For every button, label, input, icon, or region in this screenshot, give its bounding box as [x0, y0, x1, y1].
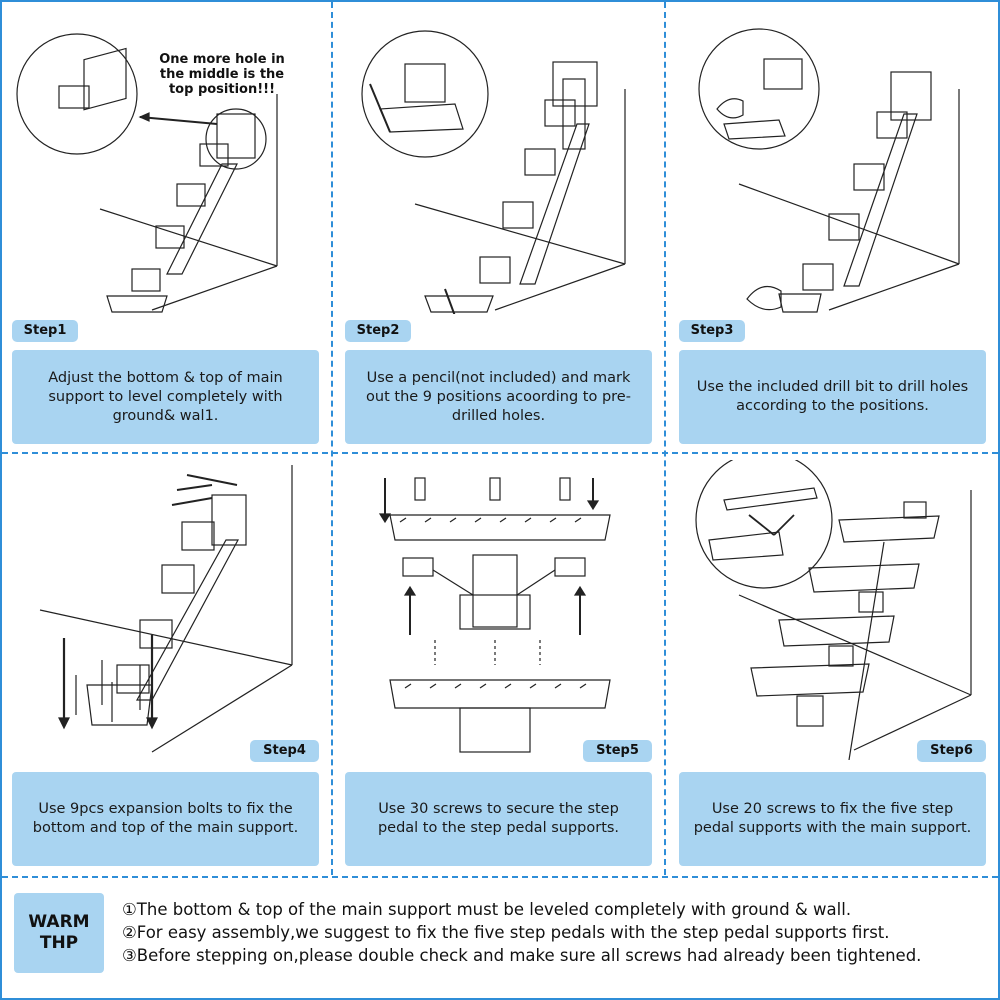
step-3-description: Use the included drill bit to drill hole… [679, 350, 986, 444]
step-6-badge: Step6 [917, 740, 986, 762]
step-2-badge: Step2 [345, 320, 411, 342]
step-6-illustration [695, 460, 972, 760]
step-1-illustration [16, 33, 278, 313]
step-5-illustration [378, 477, 611, 753]
step-3-illustration [698, 28, 960, 313]
step-3-panel: Step3 Use the included drill bit to dril… [679, 14, 986, 444]
step-6-panel: Step6 Use 20 screws to fix the five step… [679, 460, 986, 866]
warm-tip-list: ①The bottom & top of the main support mu… [122, 898, 992, 967]
step-4-illustration [39, 465, 293, 753]
row-divider [2, 452, 998, 454]
warm-tip-label: WARM THP [14, 893, 104, 973]
step-3-badge: Step3 [679, 320, 745, 342]
step-1-badge: Step1 [12, 320, 78, 342]
step-1-description: Adjust the bottom & top of main support … [12, 350, 319, 444]
step-4-badge: Step4 [250, 740, 319, 762]
step-4-description: Use 9pcs expansion bolts to fix the bott… [12, 772, 319, 866]
step-5-panel: Step5 Use 30 screws to secure the step p… [345, 460, 652, 866]
step-5-description: Use 30 screws to secure the step pedal t… [345, 772, 652, 866]
top-position-callout: One more hole in the middle is the top p… [159, 52, 285, 97]
warm-tip-item: ①The bottom & top of the main support mu… [122, 900, 852, 919]
column-divider-2 [664, 2, 666, 875]
step-2-panel: Step2 Use a pencil(not included) and mar… [345, 14, 652, 444]
step-2-description: Use a pencil(not included) and mark out … [345, 350, 652, 444]
step-4-panel: Step4 Use 9pcs expansion bolts to fix th… [12, 460, 319, 866]
column-divider-1 [331, 2, 333, 875]
warm-tip-item: ②For easy assembly,we suggest to fix the… [122, 923, 890, 942]
tips-divider [2, 876, 998, 878]
step-1-panel: One more hole in the middle is the top p… [12, 14, 319, 444]
step-2-illustration [361, 30, 626, 314]
step-5-badge: Step5 [583, 740, 652, 762]
step-6-description: Use 20 screws to fix the five step pedal… [679, 772, 986, 866]
warm-tip-item: ③Before stepping on,please double check … [122, 946, 922, 965]
